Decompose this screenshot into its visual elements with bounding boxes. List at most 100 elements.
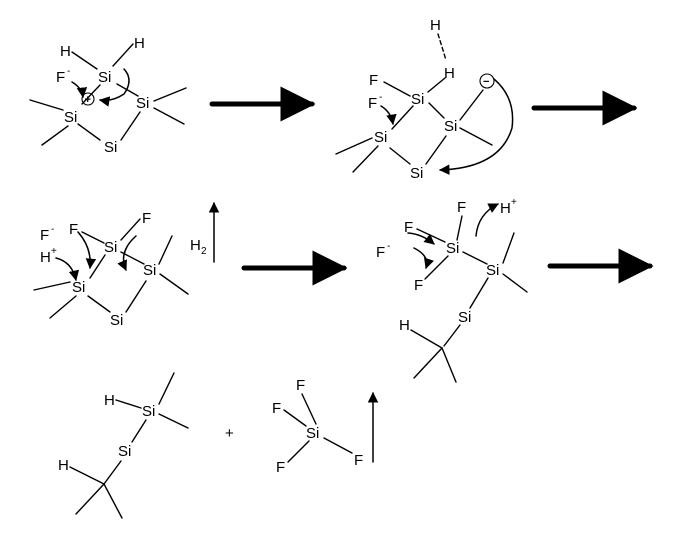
atom-si: Si [444, 118, 457, 135]
atom-h: H [500, 200, 511, 217]
bond [33, 281, 71, 291]
product-disilane: H Si Si H [58, 372, 189, 519]
reagent-h2: H [190, 237, 201, 254]
bond [49, 295, 77, 319]
atom-h: H [399, 317, 410, 334]
bond [131, 419, 147, 443]
bond [153, 87, 187, 102]
bond [158, 413, 189, 429]
atom-si: Si [98, 69, 111, 86]
atom-h: H [444, 65, 455, 82]
curved-arrow [71, 81, 88, 99]
bond [103, 460, 122, 485]
atom-f: F [56, 69, 65, 86]
bond [335, 137, 373, 155]
atom-f: F [296, 377, 305, 394]
atom-h: H [134, 35, 145, 52]
bond [41, 125, 69, 146]
negative-charge-circle [479, 73, 495, 89]
bond [428, 102, 445, 119]
bond [71, 51, 98, 70]
bond [75, 483, 105, 515]
atom-si: Si [104, 139, 117, 156]
bond [89, 254, 106, 279]
bond [158, 235, 173, 265]
reagent-h2-subscript: 2 [201, 246, 207, 257]
atom-si: Si [374, 129, 387, 146]
bond [459, 89, 484, 121]
charge-minus-sup: - [67, 66, 70, 77]
h2-release: H 2 [190, 201, 220, 263]
atom-h: H [58, 457, 69, 474]
atom-f: F [276, 459, 285, 476]
bond [69, 466, 105, 485]
plus-sign: + [225, 425, 234, 442]
curved-arrow [413, 247, 434, 269]
molecule-step-1-cation: H H Si F - Si Si Si + [29, 35, 187, 156]
atom-f: F [457, 199, 466, 216]
charge-minus-sup: - [379, 92, 382, 103]
bond [462, 251, 488, 265]
atom-si: Si [410, 165, 423, 182]
bond [125, 280, 147, 313]
atom-si: Si [306, 425, 319, 442]
bond [443, 324, 461, 347]
atom-si: Si [411, 91, 424, 108]
atom-si: Si [136, 95, 149, 112]
atom-h: H [60, 43, 71, 60]
product-sif4: F F Si F F [272, 377, 363, 476]
curved-arrow [380, 105, 397, 126]
curved-arrow [77, 231, 97, 270]
curved-arrow [98, 68, 130, 107]
curved-arrow [55, 257, 80, 282]
bond [424, 255, 449, 280]
atom-f: F [272, 400, 281, 417]
bond [427, 77, 446, 93]
bond [158, 372, 175, 405]
dashed-bond [437, 33, 447, 61]
curved-arrow [475, 203, 499, 237]
bond [425, 135, 447, 165]
atom-si: Si [486, 262, 499, 279]
atom-si: Si [458, 309, 471, 326]
bond [283, 409, 307, 427]
bond [441, 347, 457, 383]
bond [81, 84, 101, 105]
curved-arrow [407, 232, 435, 245]
bond [29, 99, 64, 111]
atom-si: Si [64, 109, 77, 126]
bond [87, 295, 111, 313]
bond [323, 437, 353, 454]
atom-f: F [404, 219, 413, 236]
bond [103, 483, 123, 519]
atom-si: Si [104, 239, 117, 256]
bond [112, 43, 134, 67]
bond [391, 105, 414, 130]
bond [287, 440, 310, 463]
bond [352, 145, 379, 173]
bond [120, 218, 141, 241]
bond [77, 123, 101, 141]
bond [459, 127, 493, 146]
atom-h: H [104, 392, 115, 409]
charge-minus-sup: - [387, 241, 390, 252]
atom-f: F [69, 221, 78, 238]
bond [81, 231, 105, 244]
bond [115, 399, 142, 409]
atom-f: F [414, 277, 423, 294]
curved-arrow [117, 235, 137, 271]
atom-h: H [40, 249, 51, 266]
atom-f: F [354, 452, 363, 469]
positive-charge-sign: + [85, 94, 91, 106]
charge-plus-sup: + [51, 246, 57, 257]
bond [413, 347, 443, 379]
bond [383, 81, 411, 97]
bond [502, 232, 515, 264]
atom-f: F [369, 72, 378, 89]
atom-f: F [142, 210, 151, 227]
molecule-step-4: F H + F F - Si Si F Si H [376, 197, 528, 383]
atom-si: Si [72, 279, 85, 296]
bond [120, 111, 141, 141]
charge-minus-sup: - [51, 224, 54, 235]
